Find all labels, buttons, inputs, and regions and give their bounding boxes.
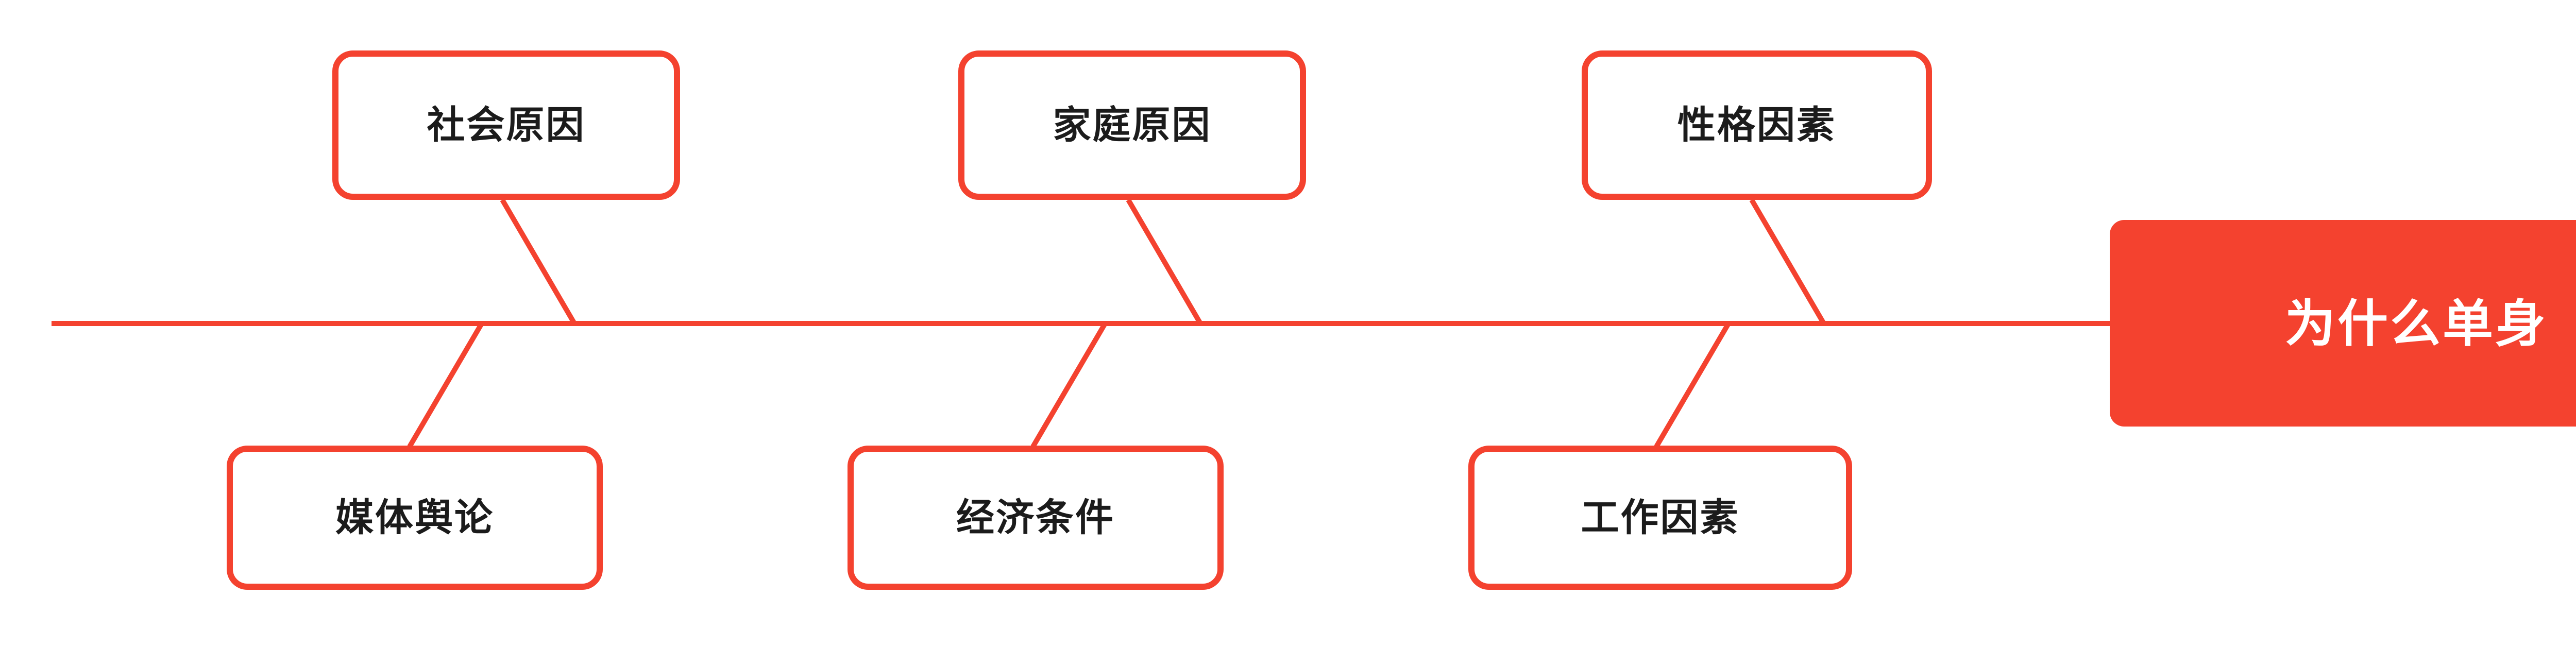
cause-box-bottom-3[interactable]: 工作因素	[1468, 446, 1852, 590]
connector-top-2	[1126, 198, 1203, 325]
cause-box-top-1[interactable]: 社会原因	[332, 50, 680, 200]
cause-box-bottom-2[interactable]: 经济条件	[848, 446, 1224, 590]
connector-bottom-1	[407, 322, 484, 448]
cause-box-top-2[interactable]: 家庭原因	[958, 50, 1306, 200]
cause-label-top-1: 社会原因	[427, 104, 586, 146]
connector-top-1	[500, 198, 577, 325]
connector-top-3	[1749, 198, 1826, 325]
connector-bottom-2	[1030, 322, 1108, 448]
cause-label-bottom-2: 经济条件	[956, 496, 1115, 539]
cause-label-bottom-3: 工作因素	[1581, 496, 1740, 539]
connector-bottom-3	[1654, 322, 1731, 448]
effect-label: 为什么单身	[2284, 295, 2548, 352]
cause-box-bottom-1[interactable]: 媒体舆论	[227, 446, 603, 590]
cause-label-bottom-1: 媒体舆论	[335, 496, 494, 539]
cause-label-top-2: 家庭原因	[1053, 104, 1212, 146]
effect-box[interactable]: 为什么单身	[2110, 220, 2576, 427]
cause-box-top-3[interactable]: 性格因素	[1582, 50, 1932, 200]
cause-label-top-3: 性格因素	[1677, 104, 1836, 146]
